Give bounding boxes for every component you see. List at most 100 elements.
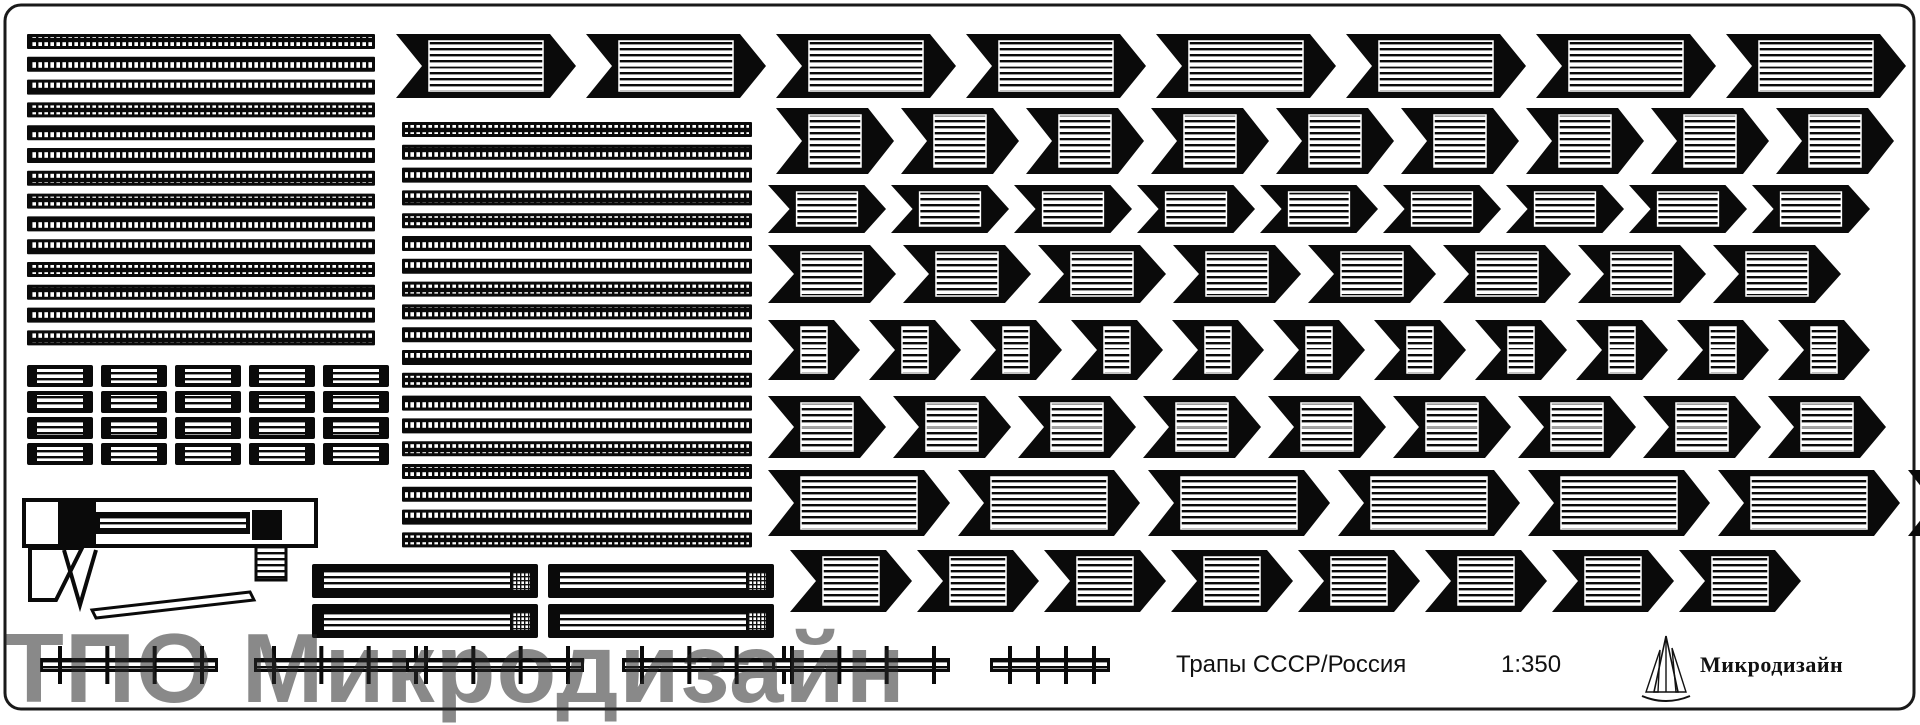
sailboat-logo-icon — [1641, 635, 1691, 702]
handrail-post — [471, 646, 476, 684]
brand-name: Микродизайн — [1700, 652, 1844, 677]
ladder-strip-rungs — [405, 467, 749, 476]
ladder-strip-rungs — [405, 353, 749, 362]
handrail-post — [566, 646, 570, 684]
ladder-strip-rungs — [30, 219, 372, 229]
inclined-ladder-frame — [1908, 470, 1920, 536]
ladder-strip-rungs — [405, 261, 749, 271]
ladder-strip-rungs — [405, 284, 749, 294]
ladder-strip-rungs — [30, 82, 372, 92]
ladder-strip-rungs — [405, 489, 749, 499]
step-block-rungs — [259, 369, 305, 383]
step-block-rungs — [333, 447, 379, 461]
platform-block — [252, 510, 282, 540]
scale-label: 1:350 — [1501, 651, 1562, 678]
ladder-strip-rungs — [405, 239, 749, 248]
handrail-post — [200, 646, 204, 684]
handrail-post — [1092, 646, 1096, 684]
step-block-rungs — [185, 369, 231, 383]
step-block-rungs — [37, 421, 83, 435]
ladder-strip-rungs — [30, 37, 372, 46]
step-block-rungs — [333, 395, 379, 409]
handrail-post — [884, 646, 889, 684]
handrail-post — [105, 646, 110, 684]
small-ladder — [254, 544, 288, 582]
ladder-strip-rungs — [30, 265, 372, 274]
etched-parts — [22, 34, 1920, 684]
ladder-strip-rungs — [405, 216, 749, 226]
handrail-rungs — [43, 661, 215, 669]
ladder-strip-rungs — [405, 375, 749, 385]
step-block-rungs — [185, 447, 231, 461]
ladder-strip-rungs — [30, 333, 372, 343]
handrail-post — [1064, 646, 1068, 684]
ladder-strip-rungs — [30, 173, 372, 183]
handrail-post — [1008, 646, 1012, 684]
handrail-post — [366, 646, 371, 684]
ladder-strip-rungs — [405, 535, 749, 545]
sheet-title: Трапы СССР/Россия — [1176, 651, 1407, 678]
handrail-rungs — [257, 661, 429, 669]
ladder-strip-rungs — [30, 151, 372, 160]
ladder-strip-rungs — [405, 421, 749, 431]
handrail-post — [58, 646, 62, 684]
grating-mesh — [748, 612, 766, 630]
ladder-strip-rungs — [30, 310, 372, 320]
ladder-strip-rungs — [30, 287, 372, 297]
ladder-strip-rungs — [405, 193, 749, 203]
ladder-strip-rungs — [30, 105, 372, 115]
ladder-strip-rungs — [30, 59, 372, 69]
step-block-rungs — [37, 395, 83, 409]
step-block-rungs — [111, 421, 157, 435]
ladder-strip-rungs — [405, 444, 749, 454]
platform-block — [58, 500, 96, 546]
ladder-strip-rungs — [405, 330, 749, 340]
handrail-post — [1036, 646, 1040, 684]
grating-mesh — [512, 572, 530, 590]
handrail-rungs — [409, 661, 581, 669]
grating-rungs — [324, 572, 510, 590]
ladder-strip-rungs — [405, 512, 749, 522]
grating-mesh — [512, 612, 530, 630]
handrail-post — [734, 646, 739, 684]
grating-rungs — [324, 612, 510, 630]
handrail-post — [837, 646, 842, 684]
support-leg — [28, 546, 86, 602]
step-block-rungs — [111, 395, 157, 409]
step-block-rungs — [333, 421, 379, 435]
ladder-strip-rungs — [405, 147, 749, 157]
step-block-rungs — [259, 447, 305, 461]
platform-ladder-rungs — [100, 516, 246, 530]
ladder-strip-rungs — [30, 128, 372, 138]
handrail-post — [687, 646, 692, 684]
platform-frame — [22, 498, 318, 548]
ladder-strip-rungs — [405, 125, 749, 134]
ladder-strip-rungs — [30, 196, 372, 206]
step-block-rungs — [111, 447, 157, 461]
handrail-post — [518, 646, 523, 684]
step-block-rungs — [185, 421, 231, 435]
ladder-strip-rungs — [405, 398, 749, 408]
step-block-rungs — [111, 369, 157, 383]
step-block-rungs — [37, 447, 83, 461]
step-block-rungs — [333, 369, 379, 383]
handrail-post — [932, 646, 936, 684]
handrail-post — [152, 646, 157, 684]
handrail-post — [424, 646, 428, 684]
step-block-rungs — [259, 421, 305, 435]
ladder-strip-rungs — [30, 242, 372, 252]
handrail-post — [790, 646, 794, 684]
grating-mesh — [748, 572, 766, 590]
handrail-post — [640, 646, 644, 684]
handrail-post — [272, 646, 276, 684]
step-block-rungs — [37, 369, 83, 383]
step-block-rungs — [259, 395, 305, 409]
handrail-rungs — [775, 661, 947, 669]
handrail-rungs — [625, 661, 797, 669]
step-block-rungs — [185, 395, 231, 409]
handrail-rungs — [993, 661, 1107, 669]
gangway-plate — [89, 590, 257, 620]
ladder-strip-rungs — [405, 307, 749, 317]
